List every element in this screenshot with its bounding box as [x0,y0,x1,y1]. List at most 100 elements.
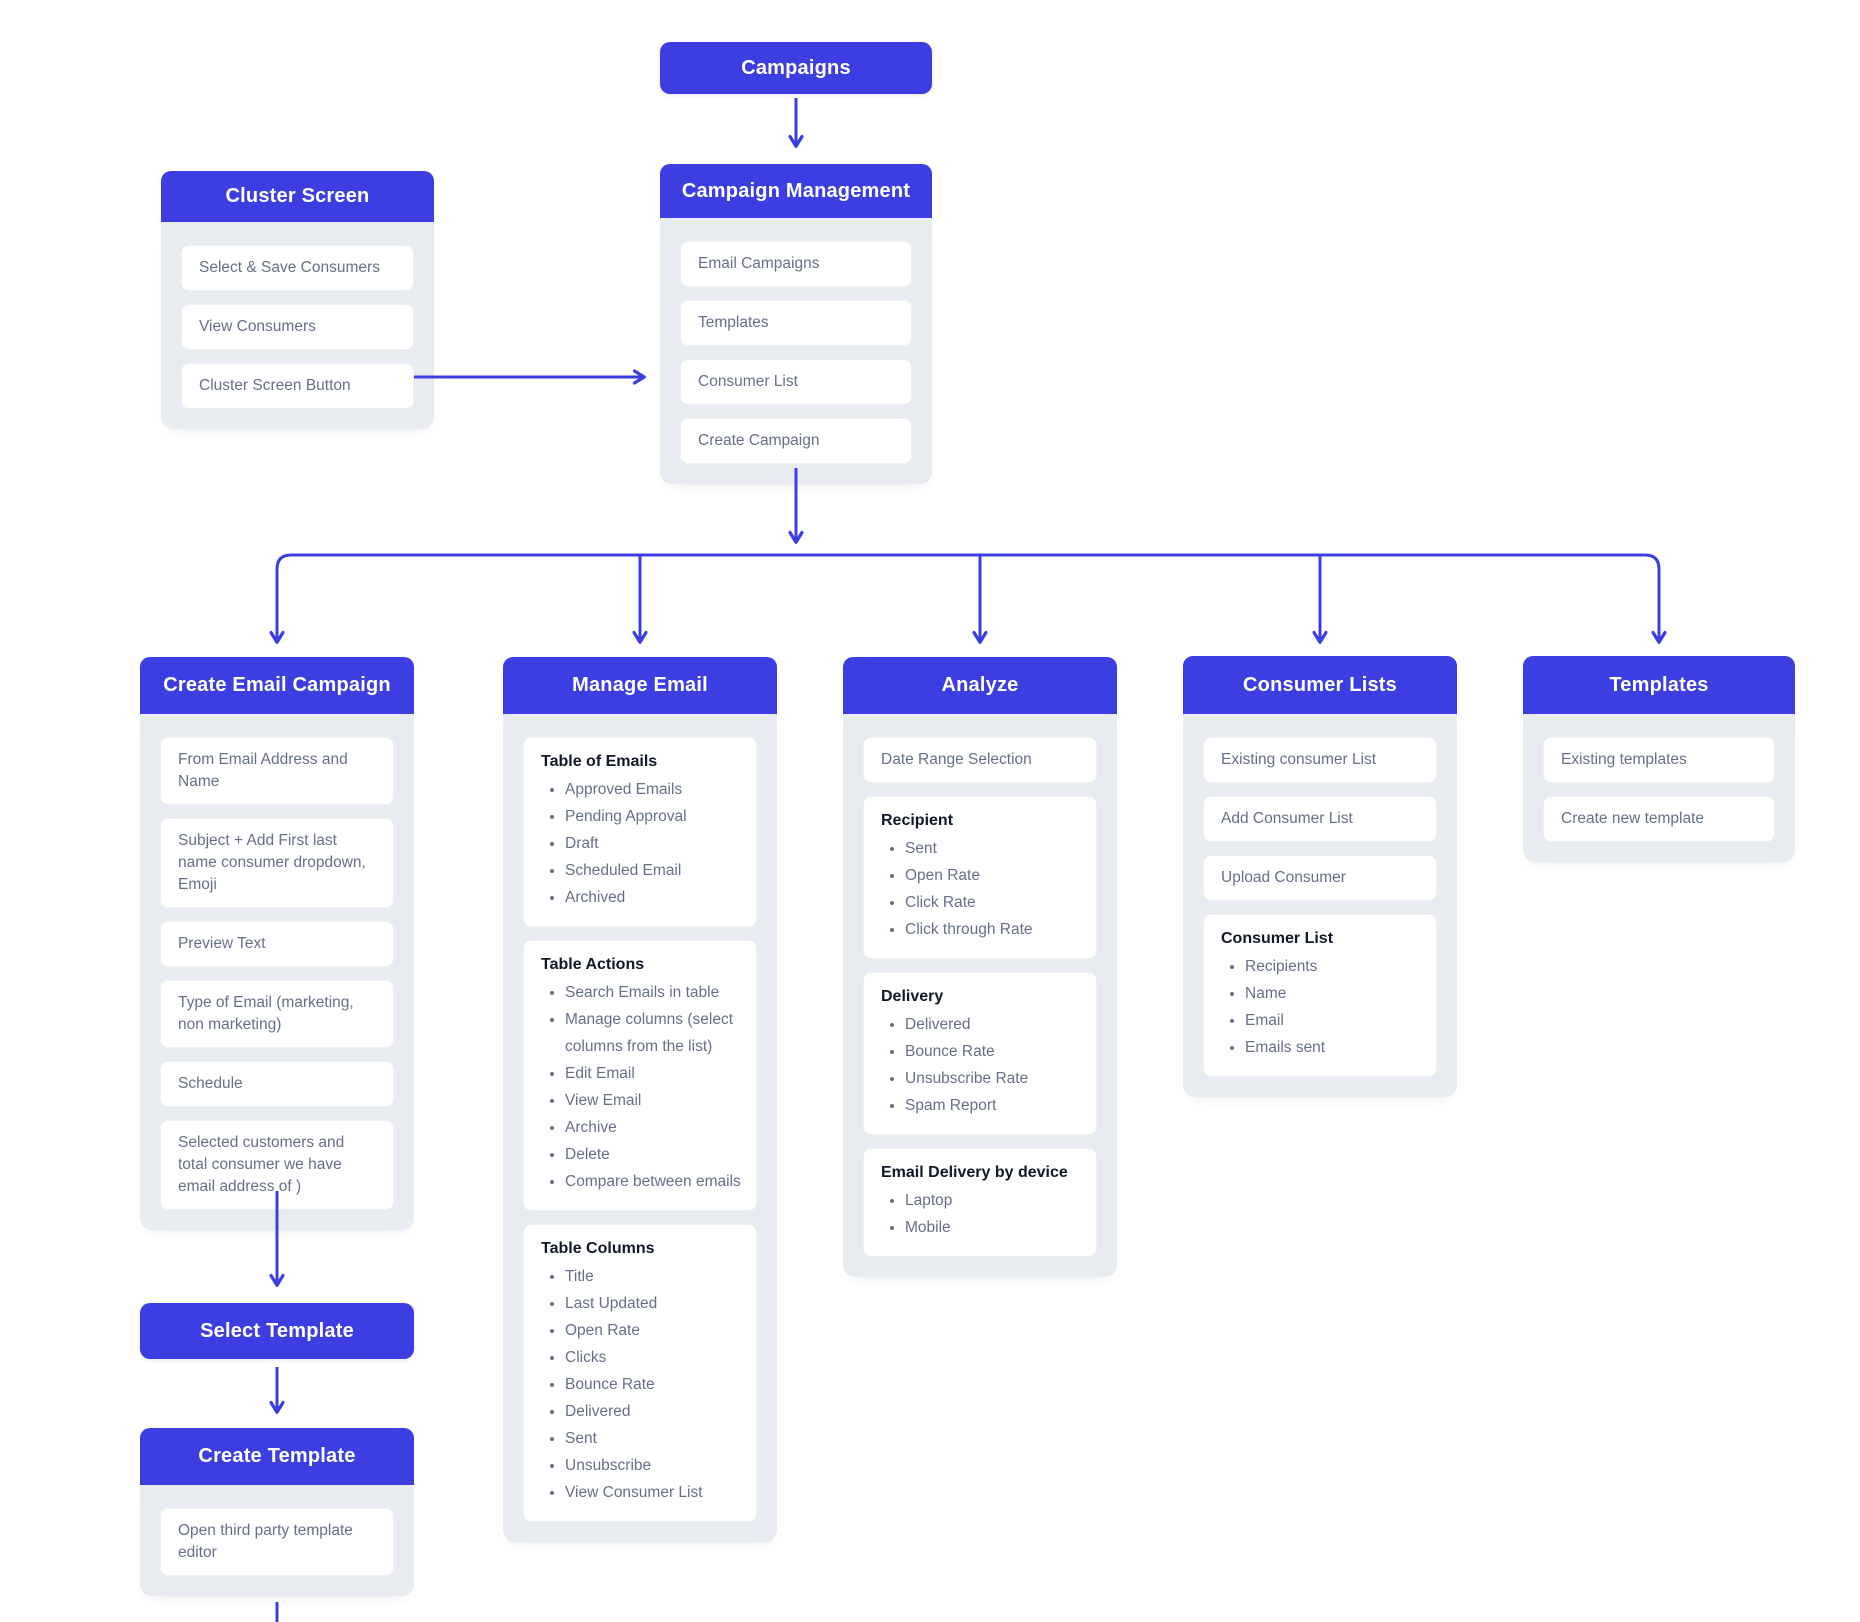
group-title: Table Columns [541,1240,655,1257]
item-create-campaign: Create Campaign [680,418,912,464]
node-campaign-management-body: Email Campaigns Templates Consumer List … [660,218,932,484]
group-bullet-list: Approved Emails Pending Approval Draft S… [539,776,741,911]
node-create-email-campaign: Create Email Campaign From Email Address… [140,657,414,1230]
bullet-item: Unsubscribe Rate [905,1065,1081,1092]
item-existing-templates: Existing templates [1543,737,1775,783]
bullet-item: Email [1245,1007,1421,1034]
node-create-email-campaign-body: From Email Address and Name Subject + Ad… [140,714,414,1230]
node-cluster-screen-header: Cluster Screen [161,171,434,222]
bullet-item: Search Emails in table [565,979,741,1006]
group-bullet-list: Recipients Name Email Emails sent [1219,953,1421,1061]
item-open-third-party-editor: Open third party template editor [160,1508,394,1576]
bullet-item: Archive [565,1114,741,1141]
arrow-branch-templates [1644,553,1659,640]
arrow-branch-create-email-campaign [277,553,292,640]
group-bullet-list: Delivered Bounce Rate Unsubscribe Rate S… [879,1011,1081,1119]
item-consumer-list: Consumer List [680,359,912,405]
bullet-item: View Email [565,1087,741,1114]
bullet-item: Emails sent [1245,1034,1421,1061]
item-selected-customers: Selected customers and total consumer we… [160,1120,394,1210]
group-title: Email Delivery by device [881,1164,1068,1181]
bullet-item: Draft [565,830,741,857]
bullet-item: Pending Approval [565,803,741,830]
item-create-new-template: Create new template [1543,796,1775,842]
node-manage-email: Manage Email Table of Emails Approved Em… [503,657,777,1542]
bullet-item: Last Updated [565,1290,741,1317]
item-add-consumer-list: Add Consumer List [1203,796,1437,842]
group-bullet-list: Title Last Updated Open Rate Clicks Boun… [539,1263,741,1506]
node-create-email-campaign-header: Create Email Campaign [140,657,414,714]
group-table-of-emails: Table of Emails Approved Emails Pending … [523,737,757,927]
item-email-campaigns: Email Campaigns [680,241,912,287]
bullet-item: Delivered [905,1011,1081,1038]
node-analyze-body: Date Range Selection Recipient Sent Open… [843,714,1117,1277]
node-campaigns: Campaigns [660,42,932,94]
bullet-item: Approved Emails [565,776,741,803]
bullet-item: Clicks [565,1344,741,1371]
group-recipient: Recipient Sent Open Rate Click Rate Clic… [863,796,1097,959]
group-consumer-list: Consumer List Recipients Name Email Emai… [1203,914,1437,1077]
node-consumer-lists: Consumer Lists Existing consumer List Ad… [1183,656,1457,1097]
item-date-range-selection: Date Range Selection [863,737,1097,783]
item-preview-text: Preview Text [160,921,394,967]
bullet-item: Scheduled Email [565,857,741,884]
node-consumer-lists-body: Existing consumer List Add Consumer List… [1183,714,1457,1097]
bullet-item: Manage columns (select columns from the … [565,1006,741,1060]
bullet-item: Title [565,1263,741,1290]
node-templates-body: Existing templates Create new template [1523,714,1795,862]
bullet-item: View Consumer List [565,1479,741,1506]
item-cluster-screen-button: Cluster Screen Button [181,363,414,409]
group-bullet-list: Laptop Mobile [879,1187,1081,1241]
group-table-actions: Table Actions Search Emails in table Man… [523,940,757,1211]
group-title: Consumer List [1221,930,1334,947]
bullet-item: Name [1245,980,1421,1007]
node-manage-email-header: Manage Email [503,657,777,714]
item-upload-consumer: Upload Consumer [1203,855,1437,901]
node-templates-header: Templates [1523,656,1795,714]
node-create-template-body: Open third party template editor [140,1485,414,1596]
bullet-item: Compare between emails [565,1168,741,1195]
node-analyze: Analyze Date Range Selection Recipient S… [843,657,1117,1277]
node-templates: Templates Existing templates Create new … [1523,656,1795,862]
node-select-template: Select Template [140,1303,414,1359]
bullet-item: Click Rate [905,889,1081,916]
bullet-item: Open Rate [905,862,1081,889]
bullet-item: Unsubscribe [565,1452,741,1479]
item-schedule: Schedule [160,1061,394,1107]
bullet-item: Delivered [565,1398,741,1425]
item-subject-dropdown-emoji: Subject + Add First last name consumer d… [160,818,394,908]
node-campaign-management: Campaign Management Email Campaigns Temp… [660,164,932,484]
bullet-item: Click through Rate [905,916,1081,943]
node-cluster-screen: Cluster Screen Select & Save Consumers V… [161,171,434,429]
group-email-delivery-by-device: Email Delivery by device Laptop Mobile [863,1148,1097,1257]
bullet-item: Bounce Rate [565,1371,741,1398]
bullet-item: Edit Email [565,1060,741,1087]
bullet-item: Delete [565,1141,741,1168]
item-type-of-email: Type of Email (marketing, non marketing) [160,980,394,1048]
bullet-item: Recipients [1245,953,1421,980]
node-consumer-lists-header: Consumer Lists [1183,656,1457,714]
bullet-item: Archived [565,884,741,911]
group-title: Table Actions [541,956,645,973]
node-manage-email-body: Table of Emails Approved Emails Pending … [503,714,777,1542]
node-create-template: Create Template Open third party templat… [140,1428,414,1596]
bullet-item: Open Rate [565,1317,741,1344]
group-title: Recipient [881,812,954,829]
item-view-consumers: View Consumers [181,304,414,350]
group-table-columns: Table Columns Title Last Updated Open Ra… [523,1224,757,1522]
bullet-item: Bounce Rate [905,1038,1081,1065]
bullet-item: Mobile [905,1214,1081,1241]
node-campaign-management-header: Campaign Management [660,164,932,218]
group-title: Delivery [881,988,944,1005]
group-title: Table of Emails [541,753,658,770]
item-from-email-address: From Email Address and Name [160,737,394,805]
group-delivery: Delivery Delivered Bounce Rate Unsubscri… [863,972,1097,1135]
node-analyze-header: Analyze [843,657,1117,714]
bullet-item: Sent [905,835,1081,862]
node-create-template-header: Create Template [140,1428,414,1485]
bullet-item: Sent [565,1425,741,1452]
group-bullet-list: Sent Open Rate Click Rate Click through … [879,835,1081,943]
bullet-item: Spam Report [905,1092,1081,1119]
bullet-item: Laptop [905,1187,1081,1214]
